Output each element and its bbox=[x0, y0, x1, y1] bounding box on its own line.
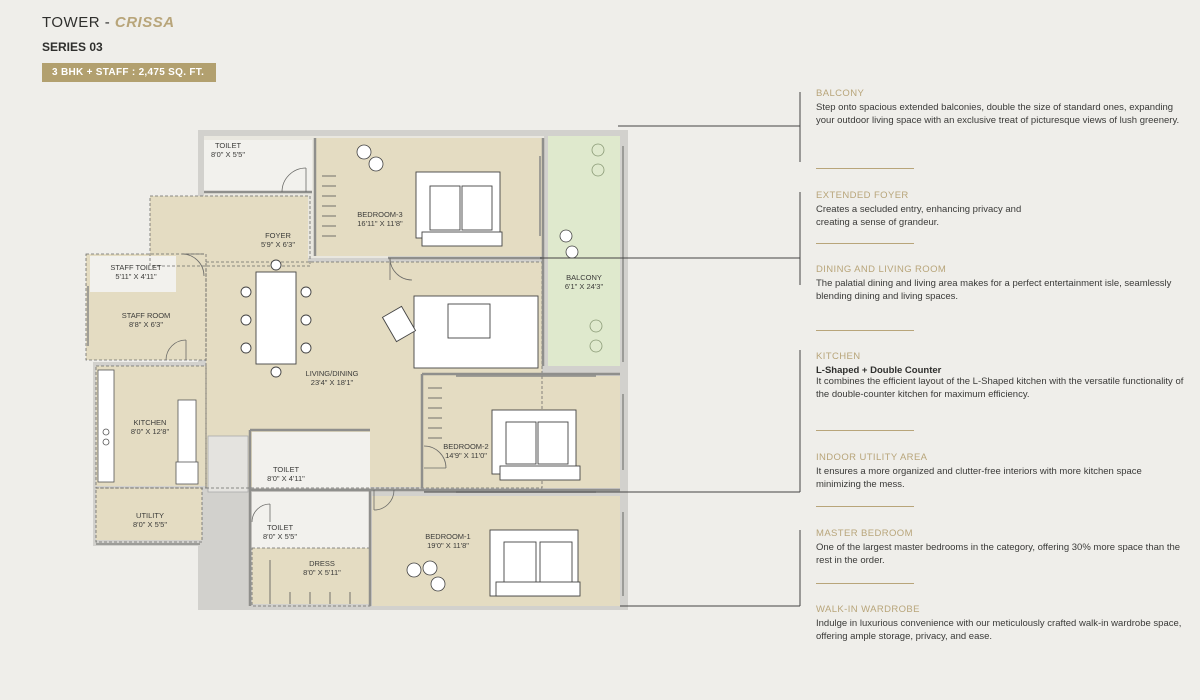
room-name-toilet-mid: TOILET bbox=[273, 465, 300, 474]
room-dim-staff-room: 8'8" X 6'3" bbox=[129, 320, 163, 329]
staff-toilet-floor bbox=[90, 256, 176, 292]
feature-utility: INDOOR UTILITY AREA It ensures a more or… bbox=[816, 452, 1186, 491]
room-dim-toilet-top: 8'0" X 5'5" bbox=[211, 150, 245, 159]
feature-divider bbox=[816, 243, 914, 244]
feature-balcony-text: Step onto spacious extended balconies, d… bbox=[816, 102, 1180, 126]
room-dim-bedroom3: 16'11" X 11'8" bbox=[357, 219, 403, 228]
series-label: SERIES 03 bbox=[42, 40, 103, 54]
room-dim-toilet-low: 8'0" X 5'5" bbox=[263, 532, 297, 541]
feature-balcony: BALCONY Step onto spacious extended balc… bbox=[816, 88, 1186, 127]
kitchen-counter bbox=[97, 369, 199, 485]
shaft bbox=[207, 435, 249, 493]
room-dim-kitchen: 8'0" X 12'8" bbox=[131, 427, 170, 436]
room-name-living: LIVING/DINING bbox=[306, 369, 359, 378]
room-dim-bedroom2: 14'9" X 11'0" bbox=[445, 451, 487, 460]
toilet-low-floor bbox=[252, 492, 370, 548]
feature-divider bbox=[816, 583, 914, 584]
walls bbox=[204, 138, 620, 606]
feature-utility-title: INDOOR UTILITY AREA bbox=[816, 452, 928, 463]
room-name-utility: UTILITY bbox=[136, 511, 164, 520]
room-name-kitchen: KITCHEN bbox=[134, 418, 167, 427]
balcony-floor bbox=[548, 136, 620, 366]
toilet-mid-floor bbox=[252, 432, 370, 488]
feature-wardrobe-title: WALK-IN WARDROBE bbox=[816, 604, 920, 615]
dining-table bbox=[240, 259, 312, 378]
room-dim-living: 23'4" X 18'1" bbox=[311, 378, 354, 387]
room-name-balcony: BALCONY bbox=[566, 273, 602, 282]
wardrobes bbox=[269, 175, 442, 604]
feature-dining-living: DINING AND LIVING ROOM The palatial dini… bbox=[816, 264, 1186, 303]
feature-balcony-title: BALCONY bbox=[816, 88, 865, 99]
room-dim-toilet-mid: 8'0" X 4'11" bbox=[267, 474, 305, 483]
feature-kitchen-text: It combines the efficient layout of the … bbox=[816, 376, 1184, 400]
room-name-dress: DRESS bbox=[309, 559, 335, 568]
feature-wardrobe-text: Indulge in luxurious convenience with ou… bbox=[816, 618, 1182, 642]
room-name-staff-toilet: STAFF TOILET bbox=[110, 263, 162, 272]
tower-name: CRISSA bbox=[114, 14, 175, 31]
room-dim-dress: 8'0" X 5'11" bbox=[303, 568, 341, 577]
room-name-toilet-low: TOILET bbox=[267, 523, 294, 532]
feature-kitchen-title: KITCHEN bbox=[816, 351, 861, 362]
feature-dining-living-text: The palatial dining and living area make… bbox=[816, 278, 1172, 302]
feature-utility-text: It ensures a more organized and clutter-… bbox=[816, 466, 1142, 490]
feature-divider bbox=[816, 506, 914, 507]
tower-title: TOWER - CRISSA bbox=[42, 14, 216, 31]
feature-wardrobe: WALK-IN WARDROBE Indulge in luxurious co… bbox=[816, 604, 1186, 643]
feature-foyer-title: EXTENDED FOYER bbox=[816, 190, 909, 201]
feature-foyer: EXTENDED FOYER Creates a secluded entry,… bbox=[816, 190, 1186, 229]
room-name-bedroom1: BEDROOM-1 bbox=[425, 532, 470, 541]
feature-master-bedroom: MASTER BEDROOM One of the largest master… bbox=[816, 528, 1186, 567]
doors bbox=[165, 167, 447, 523]
room-name-bedroom3: BEDROOM-3 bbox=[357, 210, 402, 219]
room-name-bedroom2: BEDROOM-2 bbox=[443, 442, 488, 451]
bed-bedroom1 bbox=[489, 529, 581, 597]
feature-kitchen-subtitle: L-Shaped + Double Counter bbox=[816, 365, 942, 376]
room-dim-staff-toilet: 5'11" X 4'11" bbox=[115, 272, 157, 281]
feature-foyer-text: Creates a secluded entry, enhancing priv… bbox=[816, 204, 1022, 228]
room-name-foyer: FOYER bbox=[265, 231, 291, 240]
feature-dining-living-title: DINING AND LIVING ROOM bbox=[816, 264, 947, 275]
room-name-staff-room: STAFF ROOM bbox=[122, 311, 171, 320]
balcony-plants bbox=[589, 143, 605, 353]
feature-master-bedroom-title: MASTER BEDROOM bbox=[816, 528, 913, 539]
room-dim-utility: 8'0" X 5'5" bbox=[133, 520, 167, 529]
feature-kitchen: KITCHEN L-Shaped + Double Counter It com… bbox=[816, 351, 1186, 401]
toilet-top-floor bbox=[204, 140, 312, 192]
feature-divider bbox=[816, 430, 914, 431]
room-dim-bedroom1: 19'0" X 11'8" bbox=[427, 541, 469, 550]
plan-header: TOWER - CRISSA SERIES 03 3 BHK + STAFF :… bbox=[42, 14, 217, 82]
bed-bedroom2 bbox=[491, 409, 581, 481]
leader-lines bbox=[424, 92, 801, 607]
bed-bedroom3 bbox=[415, 171, 503, 247]
feature-divider bbox=[816, 330, 914, 331]
feature-master-bedroom-text: One of the largest master bedrooms in th… bbox=[816, 542, 1181, 566]
balcony-chairs bbox=[356, 144, 579, 592]
windows bbox=[87, 146, 624, 596]
room-dim-balcony: 6'1" X 24'3" bbox=[565, 282, 604, 291]
feature-divider bbox=[816, 168, 914, 169]
sofa-set bbox=[381, 295, 539, 369]
utility-floor bbox=[96, 488, 202, 540]
room-name-toilet-top: TOILET bbox=[215, 141, 242, 150]
room-dim-foyer: 5'9" X 6'3" bbox=[261, 240, 295, 249]
unit-size-badge: 3 BHK + STAFF : 2,475 SQ. FT. bbox=[42, 63, 217, 82]
tower-prefix: TOWER - bbox=[42, 14, 115, 31]
